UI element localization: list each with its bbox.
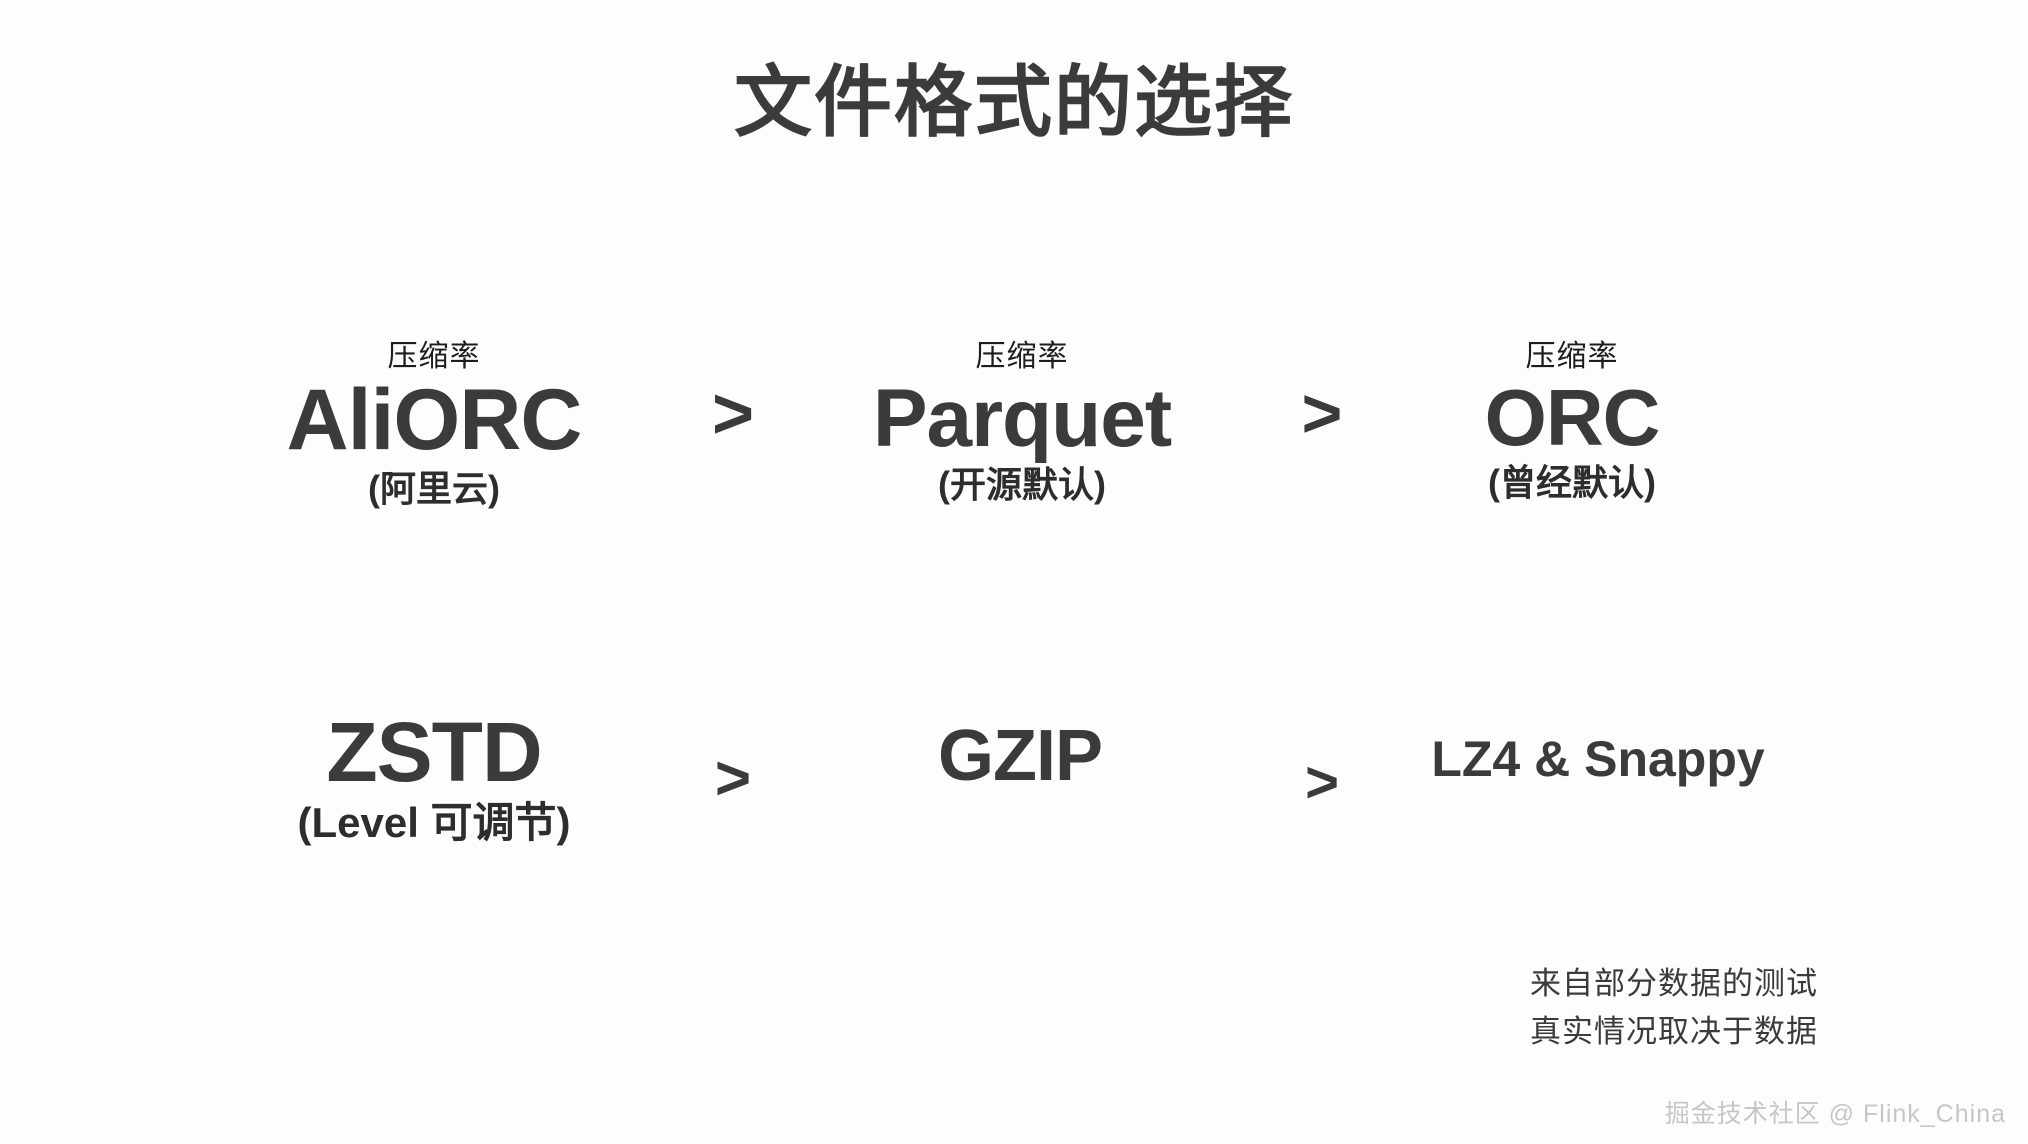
comparison-item-zstd: ZSTD (Level 可调节): [297, 705, 571, 846]
comparison-item-aliorc: 压缩率 AliORC (阿里云): [286, 340, 583, 509]
greater-than-icon: >: [714, 744, 752, 813]
format-note-aliorc: (阿里云): [368, 467, 500, 509]
watermark: 掘金技术社区 @ Flink_China: [1664, 1100, 2006, 1128]
format-name-aliorc: AliORC: [286, 372, 583, 468]
metric-label-compression-ratio: 压缩率: [387, 340, 481, 373]
footnote-block: 来自部分数据的测试 真实情况取决于数据: [1530, 960, 1818, 1056]
greater-than-icon: >: [711, 374, 755, 454]
comparison-item-parquet: 压缩率 Parquet (开源默认): [872, 340, 1172, 505]
codec-note-zstd: (Level 可调节): [297, 798, 571, 846]
greater-than-icon: >: [1305, 750, 1339, 815]
footnote-line-2: 真实情况取决于数据: [1530, 1014, 1818, 1050]
comparison-item-orc: 压缩率 ORC (曾经默认): [1484, 340, 1661, 503]
page-title: 文件格式的选择: [733, 58, 1294, 146]
format-note-parquet: (开源默认): [938, 463, 1106, 505]
comparison-item-lz4-snappy: LZ4 & Snappy: [1431, 734, 1764, 785]
codec-name-zstd: ZSTD: [326, 705, 542, 799]
format-note-orc: (曾经默认): [1488, 461, 1656, 503]
greater-than-icon: >: [1301, 374, 1343, 452]
comparison-row-file-format: 压缩率 AliORC (阿里云) > 压缩率 Parquet (开源默认) > …: [0, 340, 2028, 580]
codec-name-lz4-snappy: LZ4 & Snappy: [1431, 731, 1765, 787]
comparison-item-gzip: GZIP: [937, 716, 1103, 796]
metric-label-compression-ratio: 压缩率: [1525, 340, 1619, 373]
metric-label-compression-ratio: 压缩率: [975, 340, 1069, 373]
footnote-line-1: 来自部分数据的测试: [1530, 966, 1818, 1001]
format-name-orc: ORC: [1484, 373, 1661, 462]
codec-name-gzip: GZIP: [937, 716, 1103, 796]
comparison-row-codec: ZSTD (Level 可调节) > GZIP > LZ4 & Snappy: [0, 705, 2028, 950]
format-name-parquet: Parquet: [872, 373, 1172, 464]
